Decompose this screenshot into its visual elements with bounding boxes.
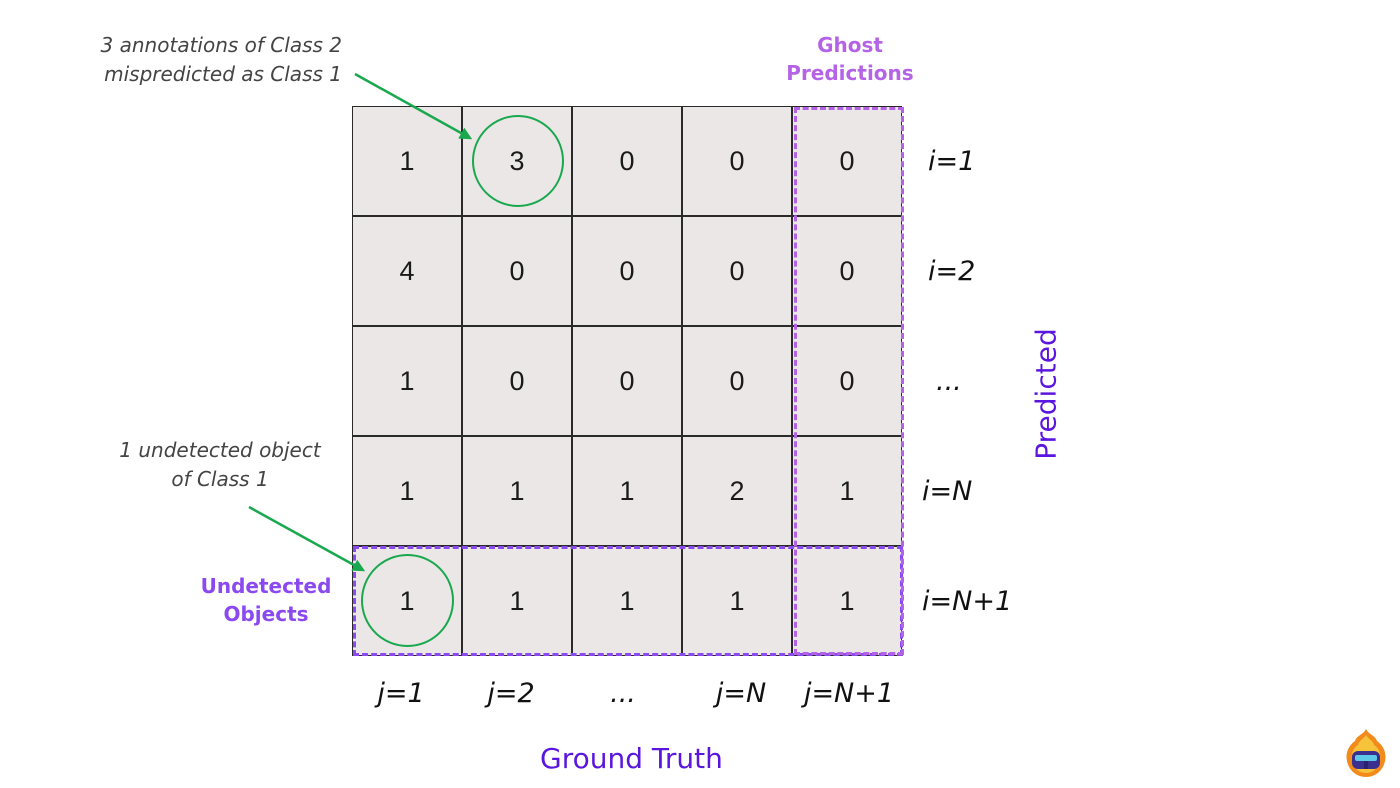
mispredicted-note-line1: 3 annotations of Class 2 <box>100 33 342 57</box>
mispredicted-arrow <box>354 72 473 140</box>
undetected-note: 1 undetected object of Class 1 <box>100 436 340 494</box>
brand-logo-icon <box>1346 729 1386 777</box>
matrix-cell-5-4: 1 <box>682 546 792 656</box>
matrix-cell-4-5: 1 <box>792 436 902 546</box>
ghost-predictions-label: Ghost Predictions <box>770 31 930 87</box>
col-label-3: ... <box>610 678 636 709</box>
matrix-cell-2-3: 0 <box>572 216 682 326</box>
col-label-2: j=2 <box>487 678 535 709</box>
col-label-1: j=1 <box>377 678 425 709</box>
row-label-2: i=2 <box>928 256 976 287</box>
matrix-cell-2-2: 0 <box>462 216 572 326</box>
matrix-cell-4-3: 1 <box>572 436 682 546</box>
row-label-4: i=N <box>922 476 973 507</box>
undetected-label-line2: Objects <box>223 602 309 626</box>
matrix-cell-2-5: 0 <box>792 216 902 326</box>
matrix-cell-5-3: 1 <box>572 546 682 656</box>
mispredicted-note-line2: mispredicted as Class 1 <box>104 62 342 86</box>
matrix-cell-4-4: 2 <box>682 436 792 546</box>
col-label-4: j=N <box>715 678 767 709</box>
col-label-5: j=N+1 <box>803 678 895 709</box>
undetected-arrow <box>248 505 366 572</box>
matrix-cell-4-2: 1 <box>462 436 572 546</box>
matrix-cell-1-3: 0 <box>572 106 682 216</box>
mispredicted-note: 3 annotations of Class 2 mispredicted as… <box>40 31 342 89</box>
matrix-cell-3-1: 1 <box>352 326 462 436</box>
y-axis-title: Predicted <box>1029 328 1063 460</box>
row-label-1: i=1 <box>928 146 976 177</box>
matrix-cell-1-5: 0 <box>792 106 902 216</box>
matrix-cell-1-2: 3 <box>462 106 572 216</box>
matrix-cell-4-1: 1 <box>352 436 462 546</box>
confusion-matrix: 1 3 0 0 0 4 0 0 0 0 1 0 0 0 0 1 1 1 2 1 … <box>352 106 902 656</box>
matrix-cell-3-2: 0 <box>462 326 572 436</box>
matrix-cell-1-4: 0 <box>682 106 792 216</box>
row-label-5: i=N+1 <box>922 586 1013 617</box>
undetected-objects-label: Undetected Objects <box>186 572 346 628</box>
matrix-cell-3-4: 0 <box>682 326 792 436</box>
undetected-note-line1: 1 undetected object <box>119 438 321 462</box>
matrix-cell-3-3: 0 <box>572 326 682 436</box>
undetected-label-line1: Undetected <box>200 574 332 598</box>
row-label-3: ... <box>936 366 962 397</box>
ghost-label-line2: Predictions <box>786 61 914 85</box>
x-axis-title: Ground Truth <box>540 742 723 775</box>
matrix-cell-2-1: 4 <box>352 216 462 326</box>
undetected-note-line2: of Class 1 <box>171 467 269 491</box>
ghost-label-line1: Ghost <box>817 33 883 57</box>
matrix-cell-2-4: 0 <box>682 216 792 326</box>
